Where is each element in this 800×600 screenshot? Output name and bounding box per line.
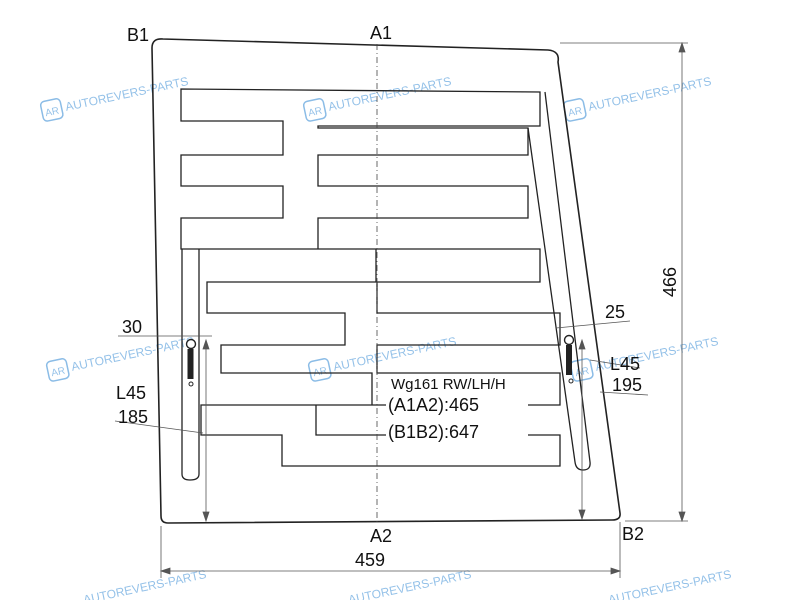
watermark-logo-icon	[307, 358, 332, 382]
watermark-text: AUTOREVERS-PARTS	[587, 74, 713, 114]
heating-element	[180, 88, 561, 467]
watermark: AR AUTOREVERS-PARTS	[562, 74, 713, 122]
right-offset-dimension	[555, 320, 649, 521]
watermark-logo: AR	[307, 106, 323, 120]
right-angle-label: L45	[610, 354, 640, 374]
watermark: AUTOREVERS-PARTS	[607, 567, 733, 600]
right-bus-bar	[527, 91, 591, 471]
watermark: AUTOREVERS-PARTS	[82, 567, 208, 600]
left-offset-label: 30	[122, 317, 142, 337]
right-length-label: 195	[612, 375, 642, 395]
b1b2-label: (B1B2):647	[388, 422, 479, 442]
width-label: 459	[355, 550, 385, 570]
watermark-logo-icon	[45, 358, 70, 382]
watermark-logo: AR	[567, 106, 583, 120]
watermark-text: AUTOREVERS-PARTS	[70, 334, 196, 374]
left-bus-bar	[181, 249, 200, 481]
left-terminal	[185, 338, 197, 387]
watermark: AR AUTOREVERS-PARTS	[302, 74, 453, 122]
left-length-label: 185	[118, 407, 148, 427]
corner-b1-label: B1	[127, 25, 149, 45]
glass-outline	[151, 38, 621, 524]
right-offset-label: 25	[605, 302, 625, 322]
corner-a1-label: A1	[370, 23, 392, 43]
right-terminal	[563, 334, 575, 384]
width-dimension	[159, 522, 622, 578]
watermark: AR AUTOREVERS-PARTS	[45, 334, 196, 382]
watermark-text: AUTOREVERS-PARTS	[327, 74, 453, 114]
corner-a2-label: A2	[370, 526, 392, 546]
watermark: AR AUTOREVERS-PARTS	[39, 74, 190, 122]
watermark-text: AUTOREVERS-PARTS	[64, 74, 190, 114]
left-angle-label: L45	[116, 383, 146, 403]
height-dimension	[560, 41, 688, 523]
model-label: Wg161 RW/LH/H	[391, 376, 506, 393]
height-label: 466	[660, 267, 680, 297]
a1a2-label: (A1A2):465	[388, 395, 479, 415]
watermark: AUTOREVERS-PARTS	[347, 567, 473, 600]
watermark-text: AUTOREVERS-PARTS	[82, 567, 208, 600]
watermark-text: AUTOREVERS-PARTS	[607, 567, 733, 600]
left-offset-dimension	[114, 335, 212, 523]
watermark: AR AUTOREVERS-PARTS	[569, 334, 720, 382]
watermark-logo-icon	[302, 98, 327, 122]
watermark-text: AUTOREVERS-PARTS	[332, 334, 458, 374]
watermark-logo: AR	[44, 106, 60, 120]
watermark-logo-icon	[39, 98, 64, 122]
info-backdrop	[386, 374, 528, 444]
watermark-logo: AR	[50, 366, 66, 380]
watermark-text: AUTOREVERS-PARTS	[347, 567, 473, 600]
corner-b2-label: B2	[622, 524, 644, 544]
